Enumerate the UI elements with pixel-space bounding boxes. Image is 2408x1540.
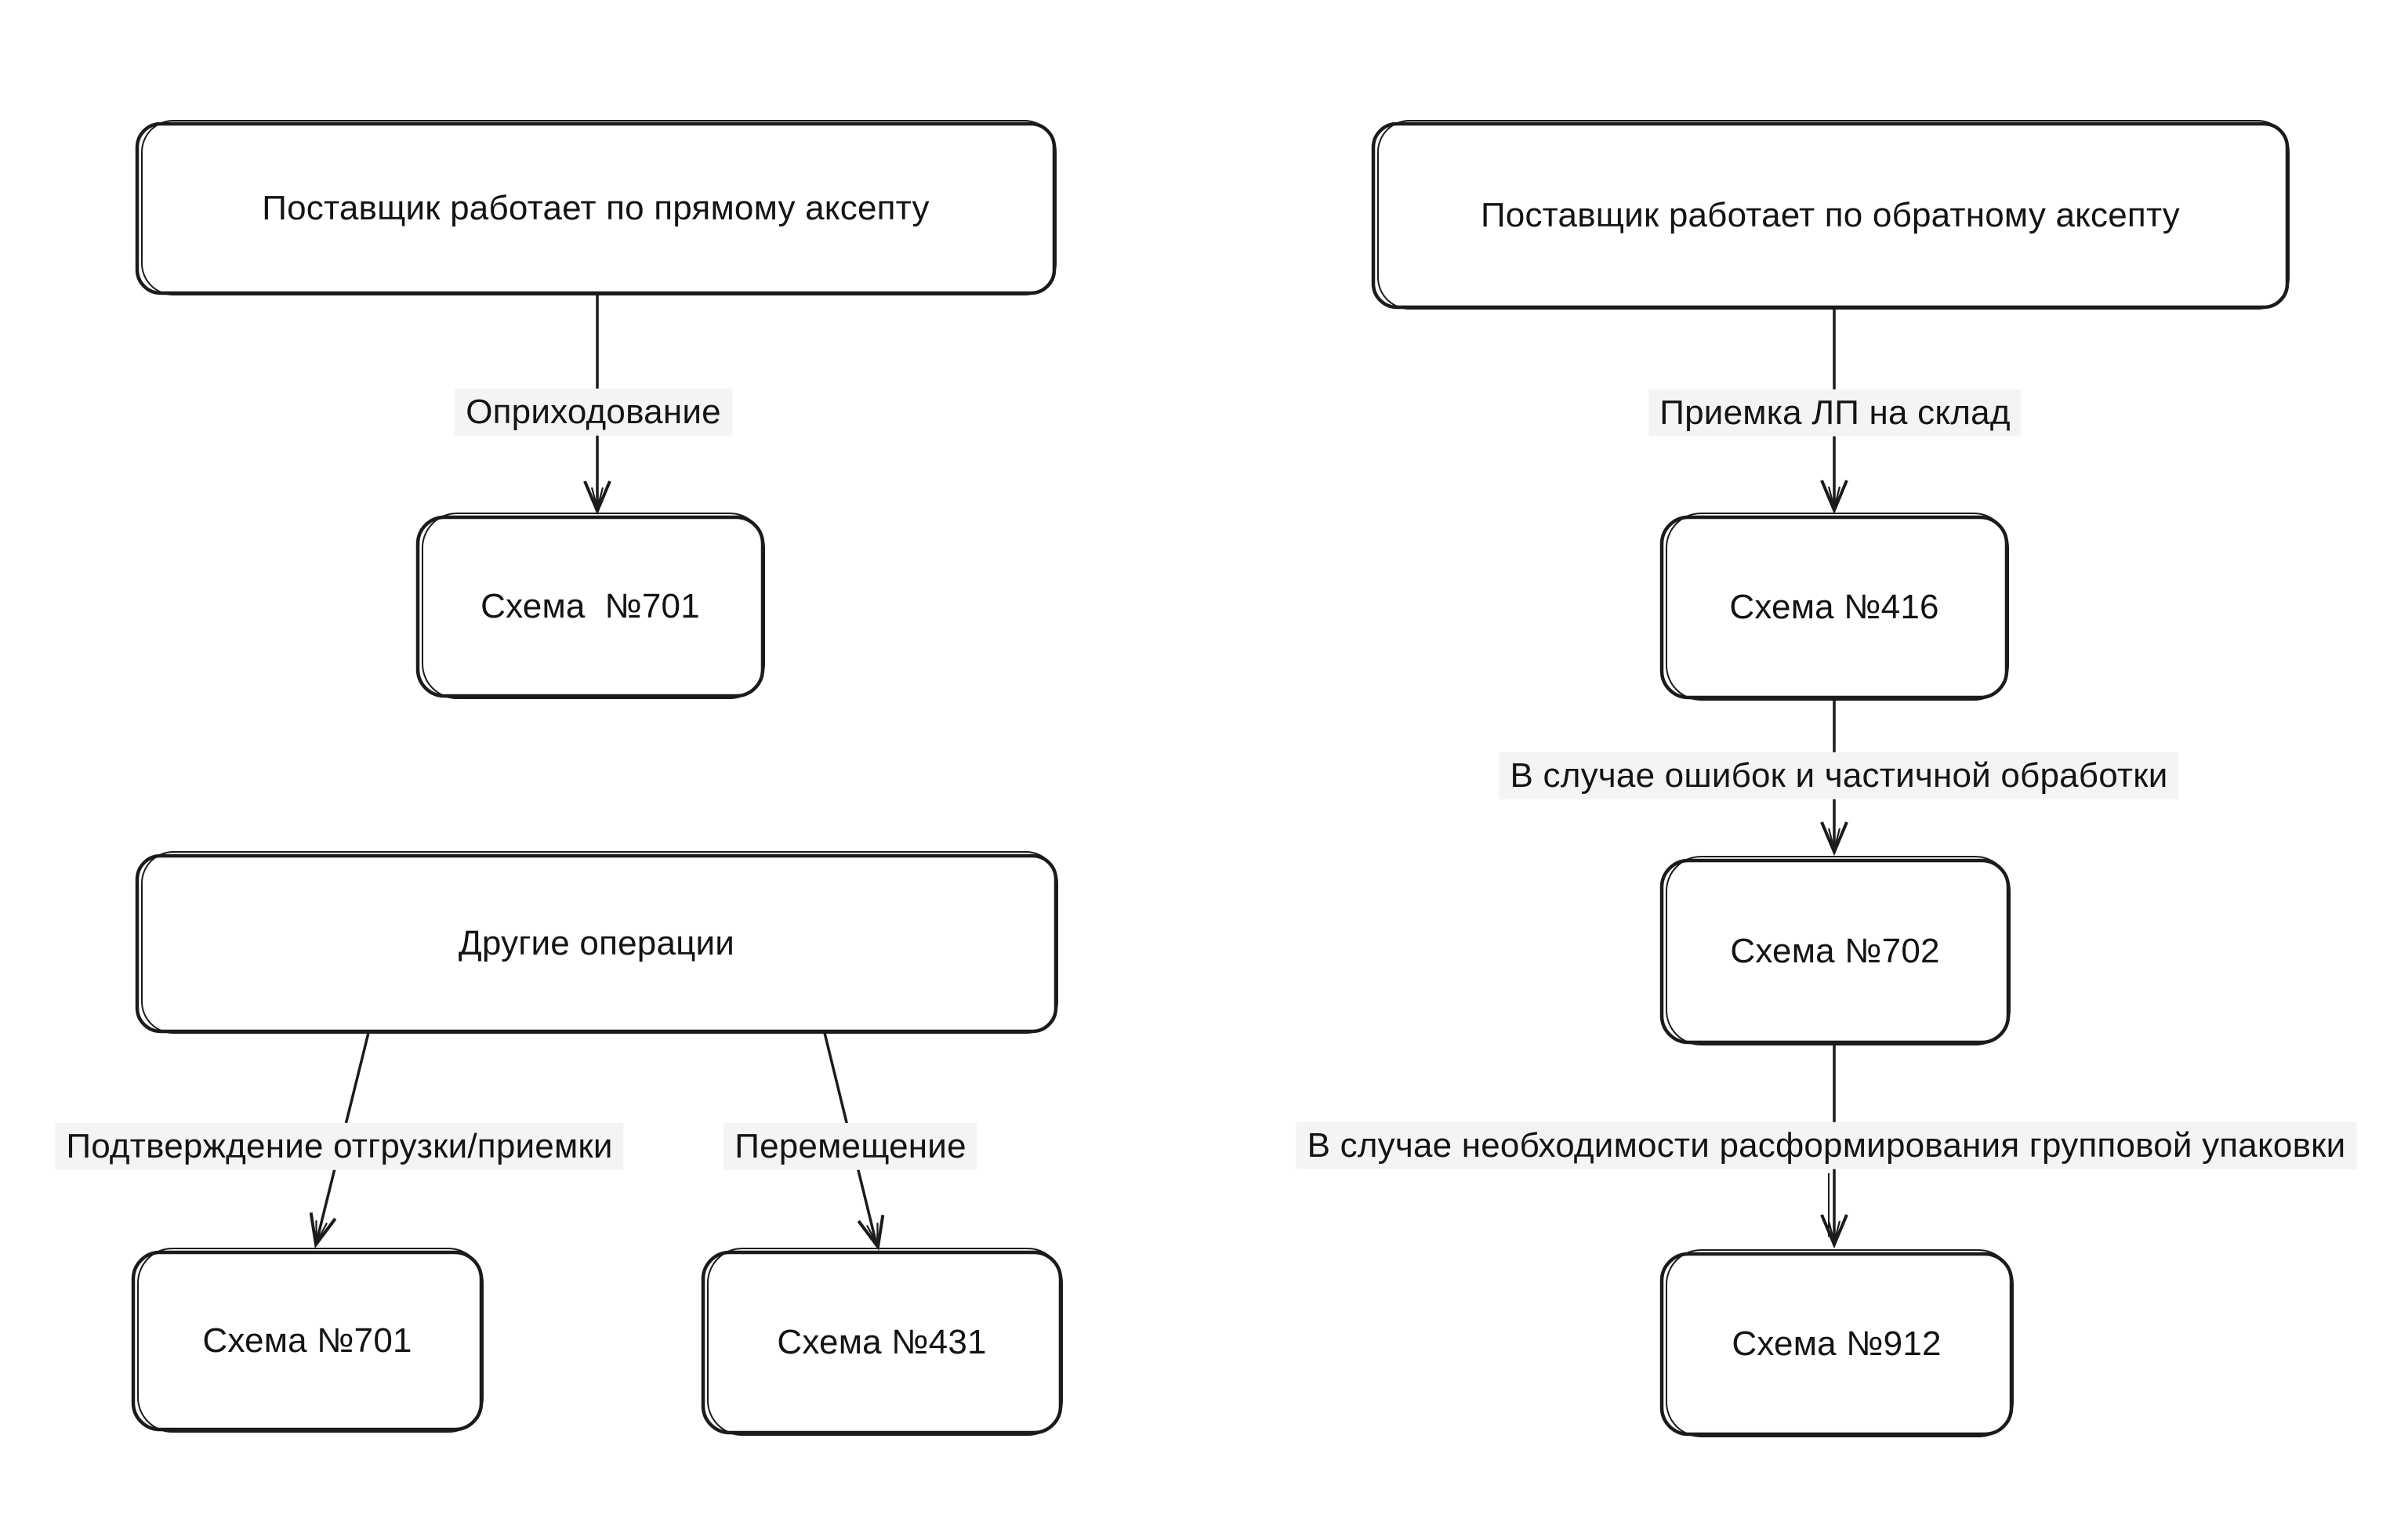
node-schema-701a-outline xyxy=(415,515,765,698)
arrow-head-priemka xyxy=(1820,480,1848,515)
node-schema-416-label: Схема №416 xyxy=(1729,587,1939,626)
node-schema-702-label: Схема №702 xyxy=(1730,931,1940,970)
node-direct-accept-outline xyxy=(135,121,1057,295)
node-schema-431-label: Схема №431 xyxy=(777,1322,987,1361)
node-schema-701b-sketch xyxy=(137,1248,484,1433)
arrow-head-rasformirovanie xyxy=(1820,1214,1848,1249)
node-reverse-accept-outline xyxy=(1371,121,2290,310)
node-schema-431-outline xyxy=(701,1250,1063,1435)
node-schema-912-sketch xyxy=(1666,1249,2014,1437)
node-reverse-accept-label: Поставщик работает по обратному аксепту xyxy=(1480,195,2181,234)
node-direct-accept-label: Поставщик работает по прямому аксепту xyxy=(262,188,930,227)
node-schema-702-outline xyxy=(1659,858,2011,1045)
edge-label-oprihodovanie: Оприходование xyxy=(455,388,732,437)
node-schema-701a: Схема №701 xyxy=(418,517,763,696)
node-schema-912-label: Схема №912 xyxy=(1732,1324,1942,1363)
node-schema-701b-label: Схема №701 xyxy=(202,1321,412,1360)
arrow-head-oshibki xyxy=(1820,821,1848,857)
node-schema-702-sketch xyxy=(1666,856,2011,1045)
node-direct-accept-sketch xyxy=(141,120,1057,295)
node-other-operations-sketch xyxy=(141,851,1058,1034)
node-schema-416-outline xyxy=(1659,515,2009,700)
node-schema-912-outline xyxy=(1659,1252,2014,1437)
node-schema-431: Схема №431 xyxy=(703,1252,1061,1433)
node-other-operations-label: Другие операции xyxy=(458,923,735,962)
node-schema-702: Схема №702 xyxy=(1662,861,2008,1042)
edge-label-priemka: Приемка ЛП на склад xyxy=(1648,389,2022,437)
arrow-head-podtverzhdenie xyxy=(309,1212,337,1249)
node-schema-701a-sketch xyxy=(422,513,765,699)
edge-label-podtverzhdenie: Подтверждение отгрузки/приемки xyxy=(55,1122,624,1171)
arrow-head-oprihodovanie xyxy=(583,480,611,516)
node-other-operations-outline xyxy=(135,853,1058,1034)
edge-label-rasformirovanie: В случае необходимости расформирования г… xyxy=(1296,1121,2357,1170)
edge-label-peremeshchenie: Перемещение xyxy=(723,1122,977,1171)
node-schema-701b-outline xyxy=(131,1250,484,1432)
node-schema-416-sketch xyxy=(1666,513,2009,701)
arrow-head-peremeshchenie xyxy=(857,1214,885,1252)
node-other-operations: Другие операции xyxy=(137,856,1056,1031)
node-schema-701a-label: Схема №701 xyxy=(481,586,700,625)
node-direct-accept: Поставщик работает по прямому аксепту xyxy=(137,124,1054,293)
node-reverse-accept: Поставщик работает по обратному аксепту xyxy=(1373,124,2287,307)
node-schema-416: Схема №416 xyxy=(1662,517,2007,698)
node-schema-912: Схема №912 xyxy=(1662,1254,2011,1434)
node-schema-701b: Схема №701 xyxy=(133,1252,481,1429)
edge-label-oshibki: В случае ошибок и частичной обработки xyxy=(1499,752,2179,800)
node-schema-431-sketch xyxy=(707,1248,1063,1436)
